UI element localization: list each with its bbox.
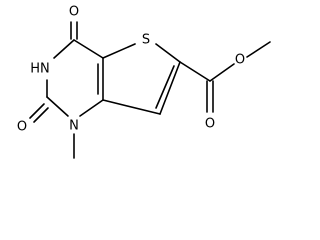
bonds — [29, 21, 271, 159]
bond-oester-methyl — [246, 41, 271, 58]
bond-c4-n3 — [53, 39, 75, 59]
bond-s-c6 — [155, 43, 181, 63]
atom-o-c2: O — [17, 120, 27, 135]
atom-n3h: HN — [30, 62, 50, 77]
bond-c2-o-double-a — [29, 103, 45, 119]
bond-c2-n1 — [46, 96, 69, 117]
bond-n1-c7a — [79, 99, 104, 117]
atom-o-c4: O — [69, 5, 79, 20]
bond-c6-c7-inner — [155, 65, 175, 109]
atom-labels: O HN O N S O O — [17, 5, 245, 135]
atom-n1: N — [69, 119, 79, 134]
bond-c2-o-double-b — [33, 107, 49, 123]
structure-diagram: O HN O N S O O — [17, 5, 271, 159]
atom-s: S — [142, 33, 150, 48]
bond-c4a-c4 — [73, 39, 104, 59]
atom-o-ester: O — [235, 53, 245, 68]
bond-c7-c7a — [102, 99, 161, 115]
bond-c6-ccarbonyl — [179, 61, 211, 82]
atom-o-carbonyl: O — [205, 117, 215, 132]
bond-c6-c7 — [159, 61, 181, 115]
bond-ccarbonyl-oester — [209, 63, 235, 82]
bond-c4a-s — [102, 43, 136, 59]
